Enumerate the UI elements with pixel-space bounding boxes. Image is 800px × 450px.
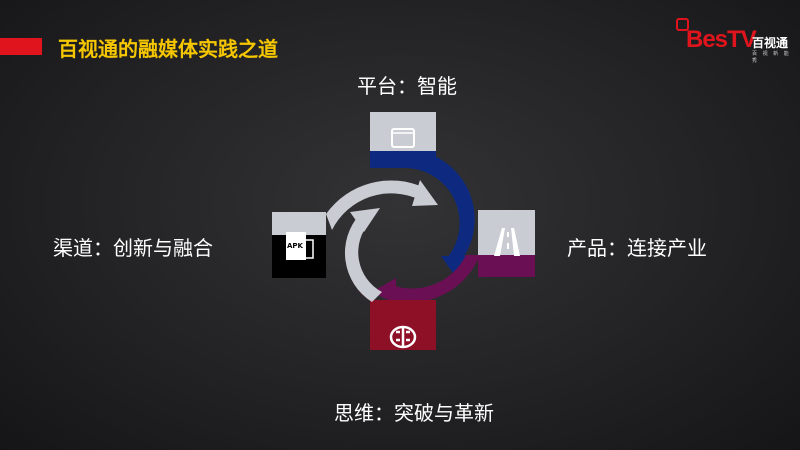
logo-hex-icon: [676, 18, 689, 31]
label-channel: 渠道：创新与融合: [53, 236, 213, 260]
svg-text:APK: APK: [287, 242, 304, 250]
bestv-logo: BesTV 百视通 百 视 新 能 秀: [676, 18, 796, 64]
page-title: 百视通的融媒体实践之道: [58, 37, 278, 61]
logo-brand: BesTV: [686, 26, 757, 53]
logo-brand-cn: 百视通: [752, 36, 789, 50]
road-icon: [494, 228, 520, 256]
logo-tagline: 百 视 新 能 秀: [752, 51, 791, 64]
label-platform: 平台：智能: [357, 74, 457, 98]
node-thinking: [358, 290, 436, 350]
node-product: [372, 210, 535, 304]
brain-icon: [389, 325, 417, 349]
apk-file-icon: APK: [286, 232, 314, 260]
browser-window-icon: [391, 128, 415, 148]
cycle-arrows-grey: [326, 180, 438, 302]
label-product: 产品：连接产业: [567, 236, 707, 260]
node-platform: [370, 112, 475, 276]
title-accent-bar: [0, 38, 42, 55]
label-thinking: 思维：突破与革新: [334, 401, 494, 425]
node-channel: APK: [272, 212, 326, 278]
